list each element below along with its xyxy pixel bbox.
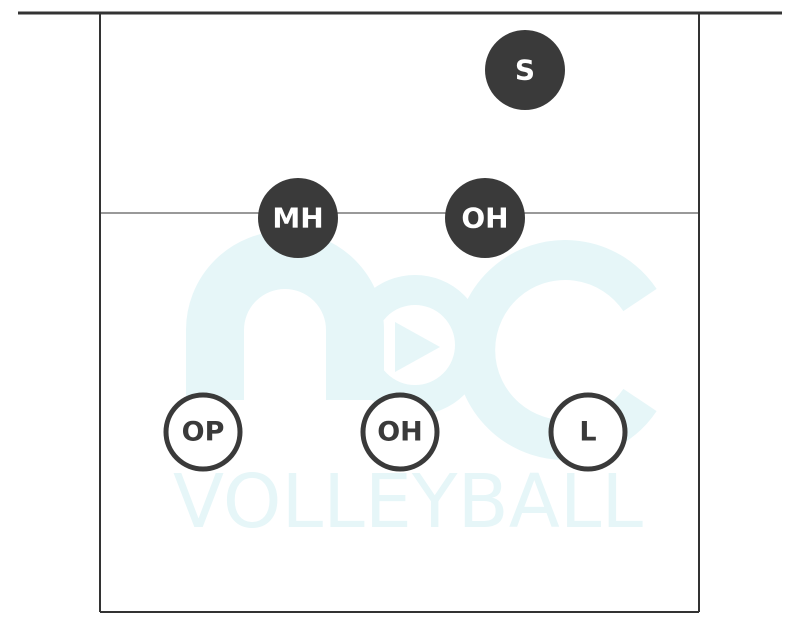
player-circle (258, 178, 338, 258)
play-icon (395, 322, 440, 372)
player-label: S (515, 54, 535, 87)
player-circle (163, 392, 243, 472)
watermark-text: VOLLEYBALL (173, 459, 643, 545)
player-token-opposite: OP (163, 392, 243, 472)
watermark-logo-left-shape (186, 231, 384, 400)
player-token-middle-hitter: MH (258, 178, 338, 258)
player-label: OH (377, 417, 423, 448)
player-token-setter: S (485, 30, 565, 110)
player-circle (485, 30, 565, 110)
player-token-outside-hitter-front: OH (445, 178, 525, 258)
player-circle (548, 392, 628, 472)
player-circle (445, 178, 525, 258)
player-label: OH (461, 202, 508, 235)
player-token-libero: L (548, 392, 628, 472)
player-label: MH (272, 202, 323, 235)
player-label: OP (182, 417, 225, 448)
player-token-outside-hitter-back: OH (360, 392, 440, 472)
player-circle (360, 392, 440, 472)
player-label: L (579, 417, 596, 448)
